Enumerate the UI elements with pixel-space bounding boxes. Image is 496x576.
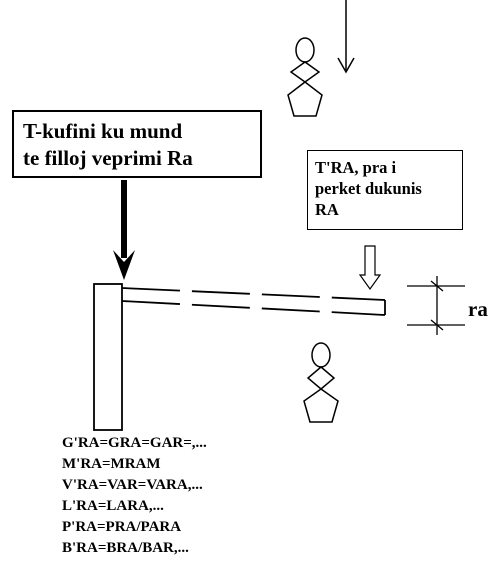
tra-annotation-line-3: RA	[315, 200, 339, 219]
bold-down-arrow	[113, 180, 135, 280]
formula-item: B'RA=BRA/BAR,...	[62, 540, 189, 556]
tra-annotation-box: T'RA, pra i perket dukunis RA	[307, 150, 463, 230]
tra-annotation-line-1: T'RA, pra i	[315, 158, 397, 177]
formula-item: V'RA=VAR=VARA,...	[62, 477, 203, 493]
limit-annotation-box: T-kufini ku mund te filloj veprimi Ra	[12, 110, 262, 178]
formula-item: M'RA=MRAM	[62, 456, 161, 472]
tra-annotation-line-2: perket dukunis	[315, 179, 422, 198]
formula-item: P'RA=PRA/PARA	[62, 519, 182, 535]
formula-item: L'RA=LARA,...	[62, 498, 164, 514]
formula-item: G'RA=GRA=GAR=,...	[62, 435, 207, 451]
limit-annotation-line-2: te filloj veprimi Ra	[23, 146, 193, 170]
limit-annotation-line-1: T-kufini ku mund	[23, 119, 183, 143]
ra-label: ra	[468, 297, 488, 321]
top-arrow	[337, 0, 355, 74]
hollow-down-arrow	[358, 245, 382, 291]
ra-dimension	[407, 276, 465, 335]
stick-figure-top-icon	[287, 37, 323, 117]
cantilever-beam	[121, 287, 386, 316]
wall-post	[93, 283, 123, 431]
stick-figure-bottom-icon	[303, 342, 339, 423]
formula-list: G'RA=GRA=GAR=,... M'RA=MRAM V'RA=VAR=VAR…	[62, 433, 207, 559]
